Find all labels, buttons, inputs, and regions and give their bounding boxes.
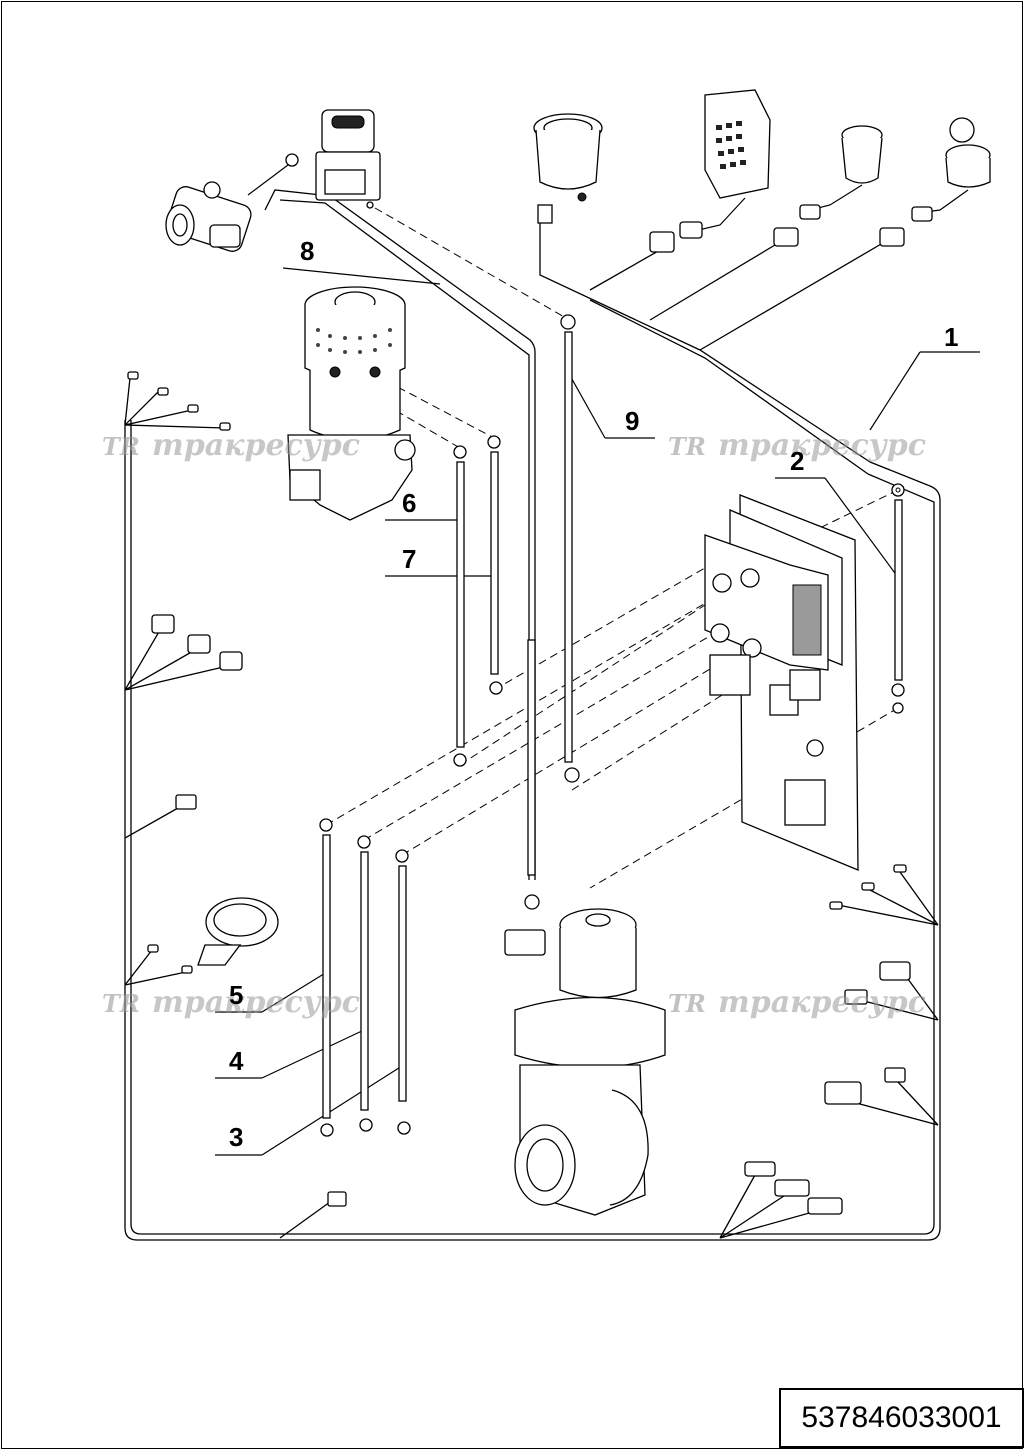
drawing-code: 537846033001: [779, 1388, 1024, 1448]
callout-5: 5: [229, 980, 243, 1010]
battery-plug: [165, 153, 299, 252]
svg-text:тракресурс: тракресурс: [718, 985, 926, 1020]
callout-9: 9: [625, 406, 639, 436]
cable-3: [395, 849, 411, 1135]
watermark-1: TR тракресурс: [102, 428, 360, 463]
callout-4: 4: [229, 1046, 244, 1076]
pump-motor: [287, 286, 416, 521]
svg-text:тракресурс: тракресурс: [152, 985, 360, 1020]
callout-2: 2: [790, 446, 804, 476]
cable-2: [891, 483, 905, 714]
cable-5: [319, 818, 334, 1137]
leader-lines: [215, 267, 980, 1156]
svg-text:TR: TR: [102, 432, 140, 461]
svg-text:TR: TR: [668, 432, 706, 461]
assembly-lines: [325, 207, 899, 889]
right-connectors: [744, 864, 911, 1215]
horn: [197, 897, 279, 966]
callout-7: 7: [402, 544, 416, 574]
main-harness: [124, 189, 941, 1241]
hour-meter: [533, 113, 603, 224]
cable-4: [357, 835, 373, 1132]
charge-socket: [773, 125, 883, 247]
watermark-4: TR тракресурс: [668, 985, 926, 1020]
callout-1: 1: [944, 322, 958, 352]
svg-text:тракресурс: тракресурс: [152, 428, 360, 463]
svg-text:тракресурс: тракресурс: [718, 428, 926, 463]
svg-text:TR: TR: [102, 989, 140, 1018]
left-connectors: [127, 371, 347, 1207]
svg-text:TR: TR: [668, 989, 706, 1018]
switch-block: [315, 109, 381, 209]
key-switch: [879, 117, 991, 247]
motor-controller: [704, 494, 859, 871]
keypad: [649, 89, 771, 253]
cable-9: [560, 314, 580, 783]
callout-6: 6: [402, 488, 416, 518]
cable-7: [487, 435, 503, 695]
watermark-2: TR тракресурс: [668, 428, 926, 463]
drive-unit: [504, 908, 666, 1216]
watermark-3: TR тракресурс: [102, 985, 360, 1020]
callout-8: 8: [300, 236, 314, 266]
cable-6: [453, 445, 467, 767]
callout-3: 3: [229, 1122, 243, 1152]
cable-8-end: [524, 639, 540, 910]
